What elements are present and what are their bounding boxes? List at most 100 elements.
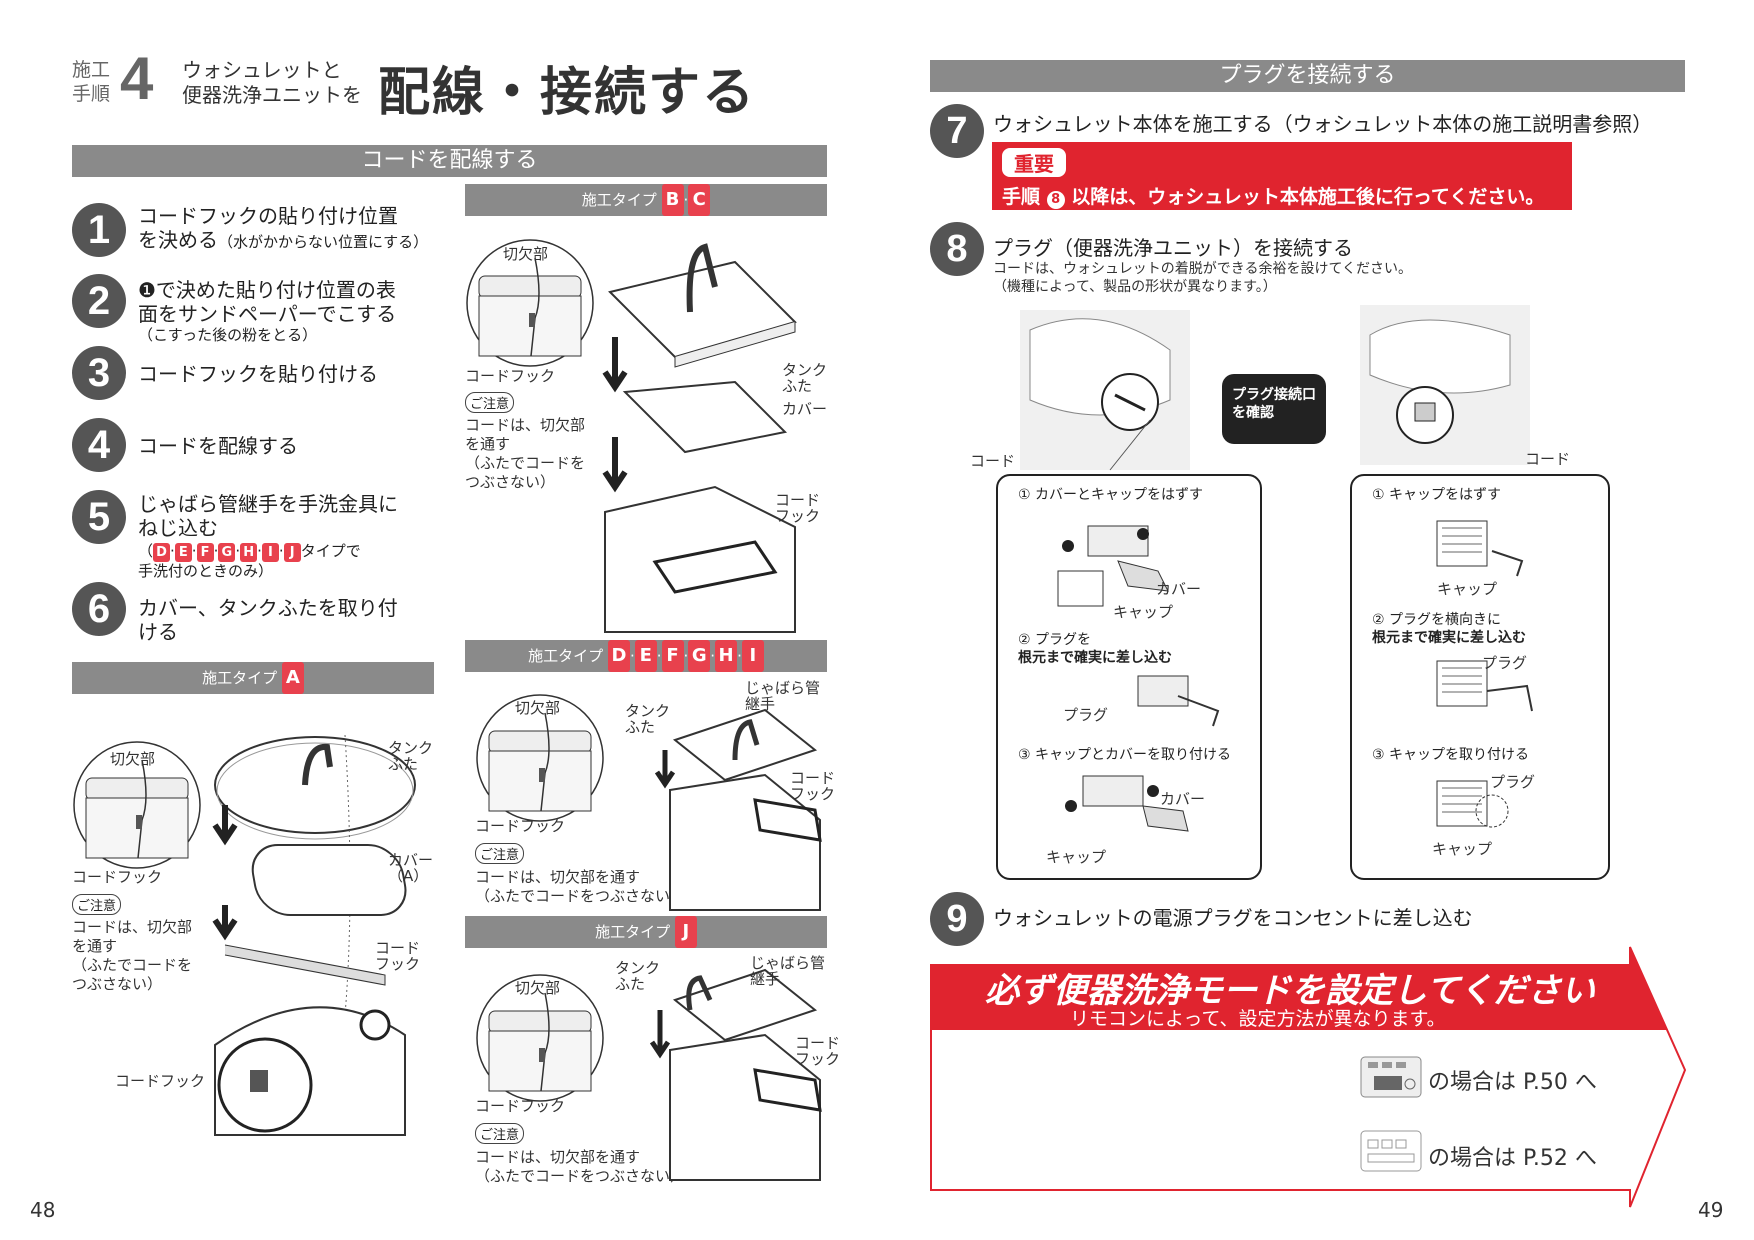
joint-label: じゃばら管 継手 — [745, 679, 821, 713]
caution-text: コードは、切欠部を通す （ふたでコードをつぶさない） — [475, 868, 686, 905]
type-j-inset-illustration — [476, 974, 604, 1102]
inset-label: 切欠部 — [110, 750, 156, 768]
cover-removal-illustration — [1057, 525, 1169, 607]
mode-banner-frame — [930, 946, 1687, 1208]
type-header: 施工タイプ A — [72, 662, 434, 694]
step-label: 施工 手順 — [72, 59, 111, 105]
step-text: ウォシュレットの電源プラグをコンセントに差し込む — [993, 906, 1473, 930]
type-di-inset-illustration — [476, 694, 604, 822]
step-circle: 3 — [72, 346, 126, 400]
important-tag: 重要 — [1002, 148, 1066, 177]
instruction-panel-right: ① キャップをはずす キャップ ② プラグを横向きに 根元まで確実に差し込む プ… — [1350, 474, 1610, 880]
type-bc-inset-illustration — [466, 239, 594, 367]
type-chip: I — [261, 543, 279, 562]
cord-hook-label: コード フック — [775, 491, 821, 525]
caution-badge: ご注意 — [475, 1123, 525, 1144]
step-number: 4 — [120, 45, 154, 112]
important-box: 重要 手順 8 以降は、ウォシュレット本体施工後に行ってください。 — [992, 142, 1572, 210]
section-title: コードを配線する — [72, 145, 827, 177]
type-chip: E — [174, 543, 192, 562]
tank-lid-label: タンク ふた — [388, 739, 434, 773]
plug-insert-illustration — [1137, 675, 1220, 727]
type-header: 施工タイプ D·E·F·G·H·I — [465, 640, 827, 672]
important-text: 手順 8 以降は、ウォシュレット本体施工後に行ってください。 — [1002, 186, 1545, 209]
step-text: ❶で決めた貼り付け位置の表 面をサンドペーパーでこする （こすった後の粉をとる） — [138, 278, 397, 344]
step-circle: 7 — [930, 104, 984, 158]
remote-a-icon — [1360, 1056, 1422, 1098]
cord-label-right: コード — [1525, 450, 1571, 468]
page-ref-1[interactable]: の場合は P.50 へ — [1428, 1070, 1597, 1095]
cord-hook-label: コード フック — [790, 769, 836, 803]
step-circle: 8 — [930, 222, 984, 276]
type-chip: E — [634, 640, 657, 672]
caution-text: コードは、切欠部 を通す （ふたでコードを つぶさない） — [72, 918, 193, 993]
step-circle: 2 — [72, 274, 126, 328]
step-circle: 4 — [72, 418, 126, 472]
step-circle: 5 — [72, 490, 126, 544]
page-ref-2[interactable]: の場合は P.52 へ — [1428, 1146, 1597, 1171]
type-chip: G — [688, 640, 711, 672]
cap-removal-illustration — [1436, 520, 1524, 577]
tank-lid-label: タンク ふた — [782, 361, 828, 395]
type-chip: D — [607, 640, 630, 672]
section-title: プラグを接続する — [930, 60, 1685, 92]
type-chip: F — [196, 543, 214, 562]
type-a-inset-illustration — [73, 741, 201, 869]
step-text: コードフックの貼り付け位置 を決める（水がかからない位置にする） — [138, 204, 429, 252]
step-text: コードフックを貼り付ける — [138, 362, 378, 386]
cord-hook-label: コード フック — [795, 1034, 841, 1068]
type-chip: H — [240, 543, 258, 562]
cover-label: カバー （A） — [388, 851, 434, 885]
caution-text: コードは、切欠部を通す （ふたでコードをつぶさない） — [475, 1148, 686, 1185]
caution-badge: ご注意 — [72, 894, 122, 915]
type-chip: F — [661, 640, 684, 672]
instruction-panel-left: ① カバーとキャップをはずす カバー キャップ ② プラグを 根元まで確実に差し… — [996, 474, 1262, 880]
step-text: コードを配線する — [138, 434, 298, 458]
hook-label: コードフック — [475, 817, 566, 835]
cap-attach-illustration — [1436, 780, 1509, 828]
page-number: 49 — [1698, 1198, 1724, 1222]
type-chip: D — [153, 543, 171, 562]
type-chip: A — [281, 662, 304, 694]
step-text: カバー、タンクふたを取り付 ける — [138, 596, 398, 644]
inset-label: 切欠部 — [515, 699, 561, 717]
plug-sideways-illustration — [1436, 660, 1533, 712]
toilet-left-illustration — [1020, 310, 1190, 471]
type-chip: J — [674, 916, 697, 948]
plug-check-callout: プラグ接続口 を確認 — [1222, 374, 1326, 444]
hook-label: コードフック — [465, 367, 556, 385]
remote-b-icon — [1360, 1130, 1422, 1172]
inset-label: 切欠部 — [503, 245, 549, 263]
type-di-tank-illustration — [654, 708, 822, 911]
type-header: 施工タイプ J — [465, 916, 827, 948]
page-title: 配線・接続する — [378, 63, 757, 123]
step-circle: 1 — [72, 203, 126, 257]
page-subtitle: ウォシュレットと 便器洗浄ユニットを — [182, 58, 362, 107]
cover-label: カバー — [782, 400, 828, 418]
type-j-tank-illustration — [649, 968, 822, 1181]
tank-lid-label: タンク ふた — [615, 959, 661, 993]
caution-badge: ご注意 — [475, 843, 525, 864]
caution-badge: ご注意 — [465, 392, 515, 413]
cord-hook-label: コード フック — [375, 939, 421, 973]
type-chip: B — [661, 184, 684, 216]
type-chip: C — [688, 184, 711, 216]
hook-label: コードフック — [475, 1097, 566, 1115]
bottom-hook-label: コードフック — [115, 1072, 206, 1090]
joint-label: じゃばら管 継手 — [750, 954, 826, 988]
type-chip: H — [715, 640, 738, 672]
inset-label: 切欠部 — [515, 979, 561, 997]
type-bc-tank-illustration — [602, 243, 797, 633]
hook-label: コードフック — [72, 868, 163, 886]
type-chip: G — [218, 543, 236, 562]
type-a-tank-illustration — [212, 734, 416, 1136]
cord-label-left: コード — [970, 452, 1016, 470]
step-circle: 6 — [72, 582, 126, 636]
step-circle: 9 — [930, 892, 984, 946]
step-text: プラグ（便器洗浄ユニット）を接続する コードは、ウォシュレットの着脱ができる余裕… — [993, 236, 1413, 295]
step-text: ウォシュレット本体を施工する（ウォシュレット本体の施工説明書参照） — [993, 112, 1653, 136]
banner-subtitle: リモコンによって、設定方法が異なります。 — [1070, 1008, 1446, 1030]
caution-text: コードは、切欠部 を通す （ふたでコードを つぶさない） — [465, 416, 586, 491]
tank-lid-label: タンク ふた — [625, 702, 671, 736]
